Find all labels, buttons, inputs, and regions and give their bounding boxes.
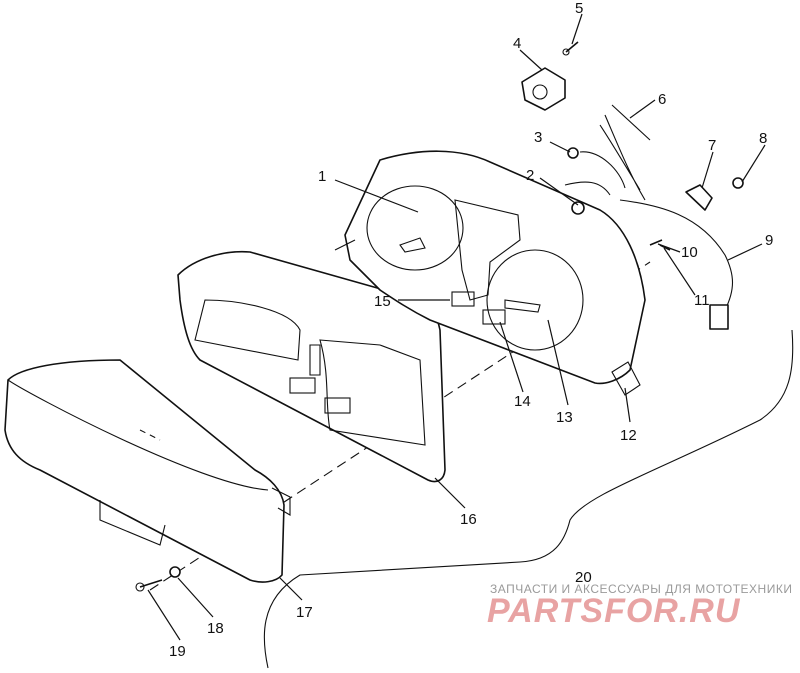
callout-19: 19	[169, 643, 186, 660]
callout-20: 20	[575, 569, 592, 586]
bulb-part-2	[571, 201, 585, 215]
watermark-logo: PARTSFOR.RU	[487, 592, 741, 630]
bolt-part-5	[562, 41, 579, 56]
cable-part-6	[599, 104, 651, 201]
callout-7: 7	[708, 137, 716, 154]
assembly-bracket	[263, 329, 794, 669]
leader-lines	[147, 13, 766, 641]
screw-part-10	[649, 239, 663, 246]
callout-4: 4	[513, 35, 521, 52]
clip-part-7	[685, 184, 713, 211]
callout-12: 12	[620, 427, 637, 444]
callout-labels: 1 2 3 4 5 6 7 8 9 10 11 12 13 14 15 16 1…	[169, 0, 773, 660]
callout-1: 1	[318, 168, 326, 185]
callout-6: 6	[658, 91, 666, 108]
callout-5: 5	[575, 0, 583, 17]
bulb-part-3	[567, 147, 579, 159]
bulb-wiring	[564, 151, 626, 196]
callout-8: 8	[759, 130, 767, 147]
callout-14: 14	[514, 393, 531, 410]
motor-bracket-part-4	[521, 67, 566, 111]
callout-3: 3	[534, 129, 542, 146]
screw-part-8	[732, 177, 744, 189]
screw-part-19	[135, 579, 163, 592]
front-lens-part-16	[177, 250, 446, 483]
callout-13: 13	[556, 409, 573, 426]
washer-part-18	[169, 566, 181, 578]
callout-9: 9	[765, 232, 773, 249]
callout-10: 10	[681, 244, 698, 261]
instrument-housing-part-1	[334, 150, 646, 396]
callout-16: 16	[460, 511, 477, 528]
callout-15: 15	[374, 293, 391, 310]
callout-17: 17	[296, 604, 313, 621]
watermark: ЗАПЧАСТИ И АКСЕССУАРЫ ДЛЯ МОТОТЕХНИКИ PA…	[487, 582, 792, 630]
callout-11: 11	[694, 292, 710, 309]
watermark-tagline: ЗАПЧАСТИ И АКСЕССУАРЫ ДЛЯ МОТОТЕХНИКИ	[490, 582, 792, 596]
callout-2: 2	[526, 167, 534, 184]
rear-cover-part-17	[4, 359, 291, 583]
callout-18: 18	[207, 620, 224, 637]
connector-part-9	[709, 304, 729, 330]
harness-part-9	[619, 199, 734, 311]
